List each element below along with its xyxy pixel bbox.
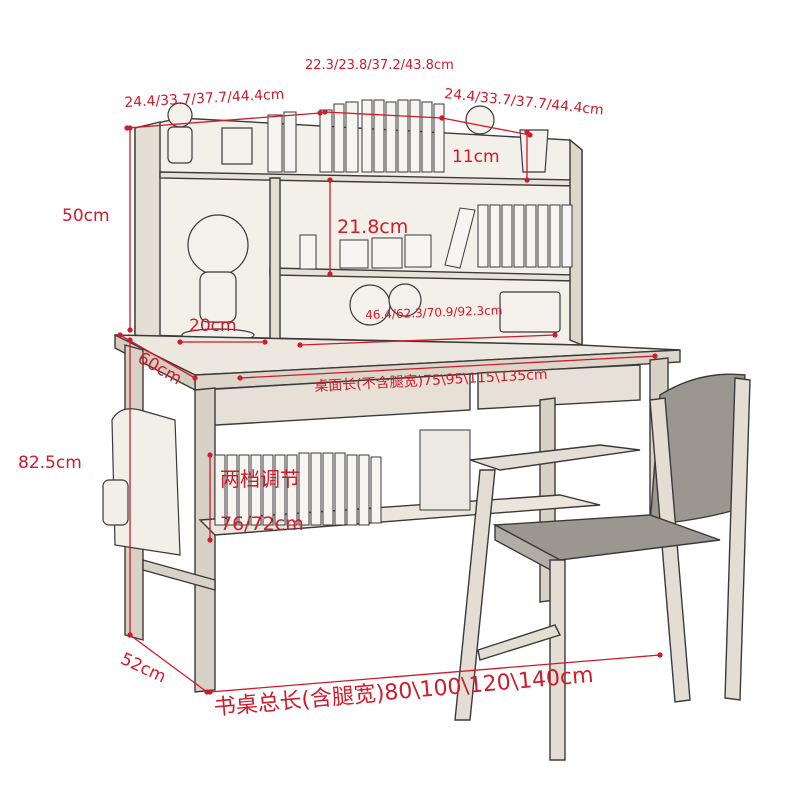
books-middle — [299, 204, 573, 270]
desktop-shelf-depth-label: 20cm — [189, 316, 237, 336]
chair — [454, 373, 751, 761]
shelf-top-middle-width-label: 22.3/23.8/37.2/43.8cm — [305, 58, 454, 73]
hutch-height-label: 50cm — [62, 206, 110, 226]
hutch — [134, 117, 583, 347]
backpack — [102, 408, 181, 556]
shelf-top-depth-label: 11cm — [452, 147, 500, 167]
books-top — [267, 99, 445, 173]
adjust-note-label: 两档调节 — [220, 467, 300, 491]
shelf-gap-height-label: 21.8cm — [337, 216, 409, 238]
adjust-values-label: 76/72cm — [220, 513, 304, 535]
lamp — [181, 214, 255, 342]
lower-books — [214, 429, 471, 526]
dimension-lines — [117, 109, 663, 695]
desk-height-label: 82.5cm — [18, 453, 82, 473]
